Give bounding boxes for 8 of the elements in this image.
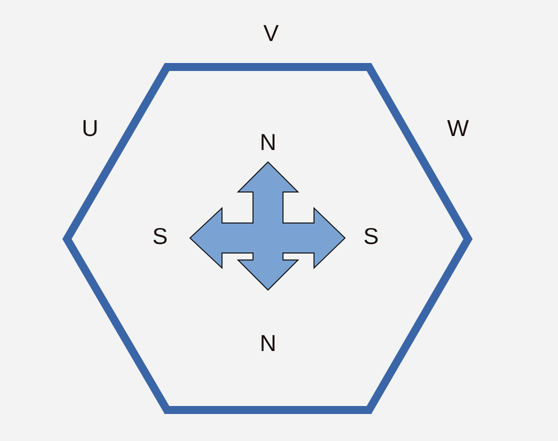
hexagon-outline [62,63,473,414]
side-label: V [263,20,279,46]
side-label: W [447,115,469,141]
pole-label: S [152,223,168,249]
pole-label: N [260,330,276,356]
pole-label: N [260,129,276,155]
pole-label: S [363,223,379,249]
side-label: U [82,115,98,141]
